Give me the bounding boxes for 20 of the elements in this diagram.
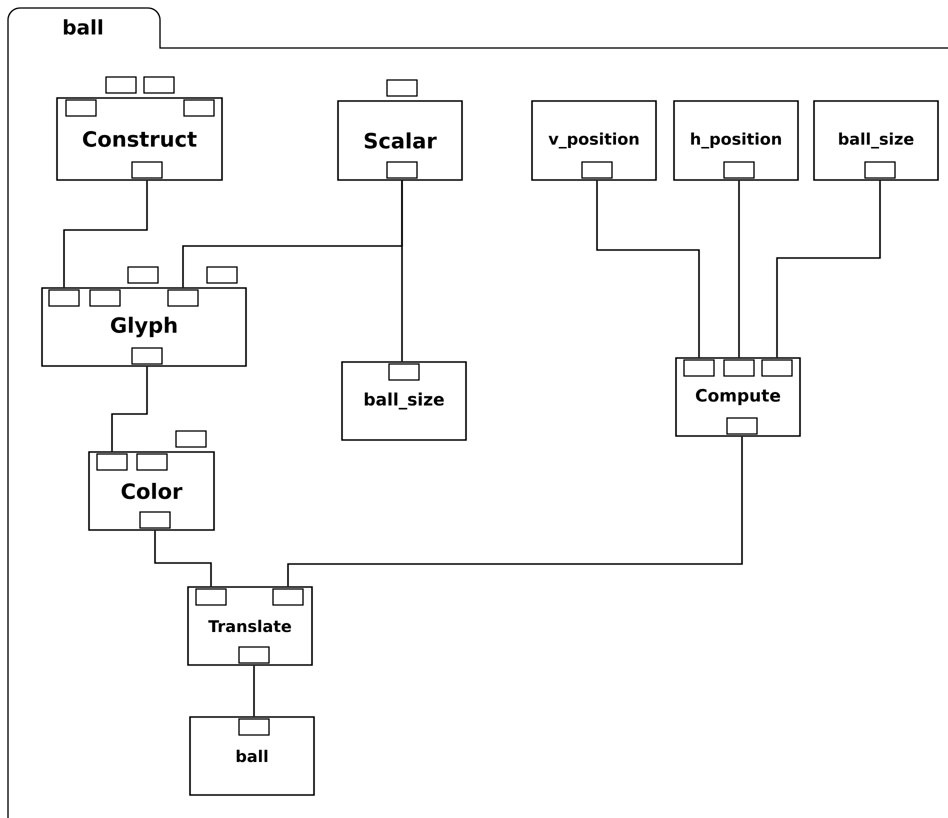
connector-line (63, 180, 148, 288)
module-box: Construct (56, 97, 223, 181)
connector-line (154, 530, 212, 586)
module-box: Translate (187, 586, 313, 666)
module-box: Glyph (41, 287, 247, 367)
connector-line (776, 180, 881, 358)
connector-line (253, 666, 255, 716)
connector-line (738, 180, 740, 358)
connector-line (287, 436, 743, 586)
module-box: Scalar (337, 100, 463, 181)
module-box: Color (88, 451, 215, 531)
connector-line (401, 180, 403, 362)
module-box: ball_size (813, 100, 939, 181)
connector-line (111, 366, 148, 452)
module-box: ball (189, 716, 315, 796)
module-box: v_position (531, 100, 657, 181)
module-box: h_position (673, 100, 799, 181)
connector-line (596, 180, 700, 358)
module-box: Compute (675, 357, 801, 437)
module-box: ball_size (341, 361, 467, 441)
